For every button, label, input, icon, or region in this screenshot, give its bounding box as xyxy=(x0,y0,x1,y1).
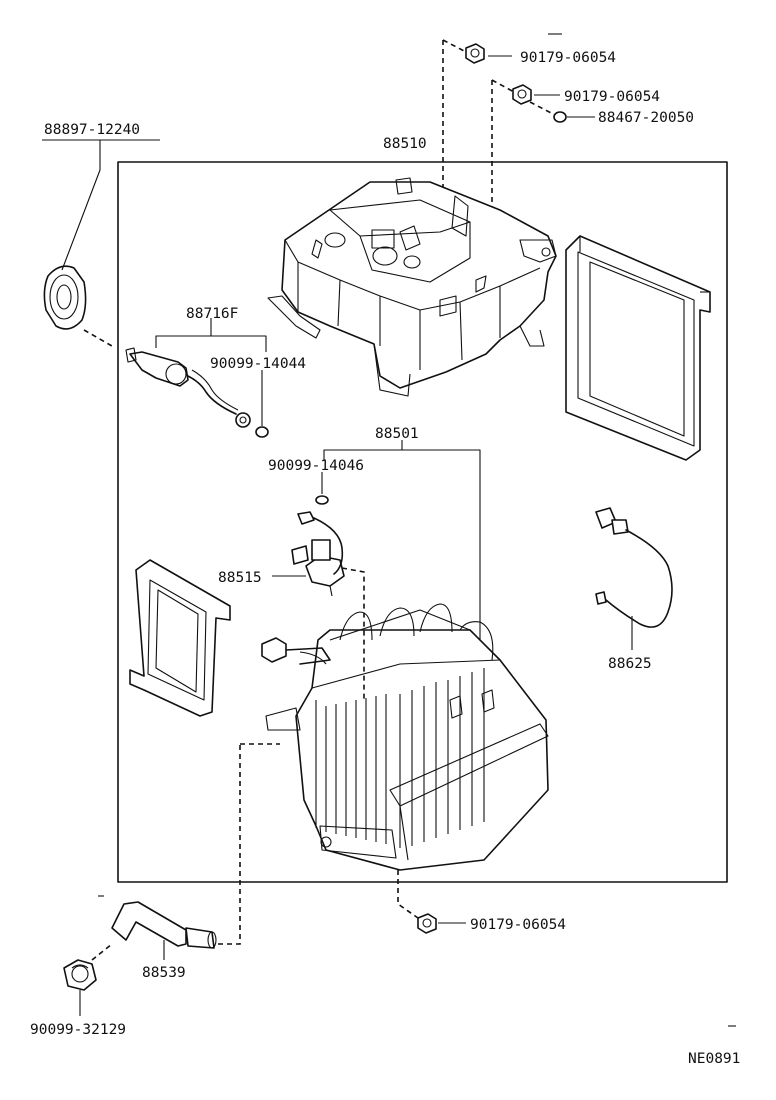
air-filter-frame xyxy=(565,235,711,461)
nut-top-2 xyxy=(512,84,532,105)
clamp-part xyxy=(63,959,97,991)
expansion-valve-part xyxy=(291,511,345,597)
oring-top xyxy=(553,111,567,123)
nut-bottom xyxy=(417,913,437,934)
label-thermistor: 88716F xyxy=(186,306,238,322)
label-nut-top-1: 90179-06054 xyxy=(520,50,616,66)
label-grommet: 88897-12240 xyxy=(44,122,140,138)
oring-2-part xyxy=(315,495,329,505)
label-nut-bottom: 90179-06054 xyxy=(470,917,566,933)
assembly-frame xyxy=(117,161,728,883)
label-clamp: 90099-32129 xyxy=(30,1022,126,1038)
label-oring-1: 90099-14044 xyxy=(210,356,306,372)
label-expansion-valve: 88515 xyxy=(218,570,262,586)
label-wire-harness: 88625 xyxy=(608,656,652,672)
drain-hose-part xyxy=(111,901,217,949)
nut-top-1 xyxy=(465,43,485,64)
figure-code: NE0891 xyxy=(688,1051,740,1067)
wire-harness-part xyxy=(595,507,673,628)
evaporator-seal-frame xyxy=(129,559,231,717)
evaporator-core-drawing xyxy=(261,603,549,871)
grommet-part xyxy=(43,265,87,330)
label-oring-2: 90099-14046 xyxy=(268,458,364,474)
label-evaporator: 88501 xyxy=(375,426,419,442)
label-oring-top: 88467-20050 xyxy=(598,110,694,126)
label-nut-top-2: 90179-06054 xyxy=(564,89,660,105)
label-evaporator-case: 88510 xyxy=(383,136,427,152)
label-drain-hose: 88539 xyxy=(142,965,186,981)
evaporator-case-drawing xyxy=(267,177,557,397)
thermistor-part xyxy=(125,347,269,438)
